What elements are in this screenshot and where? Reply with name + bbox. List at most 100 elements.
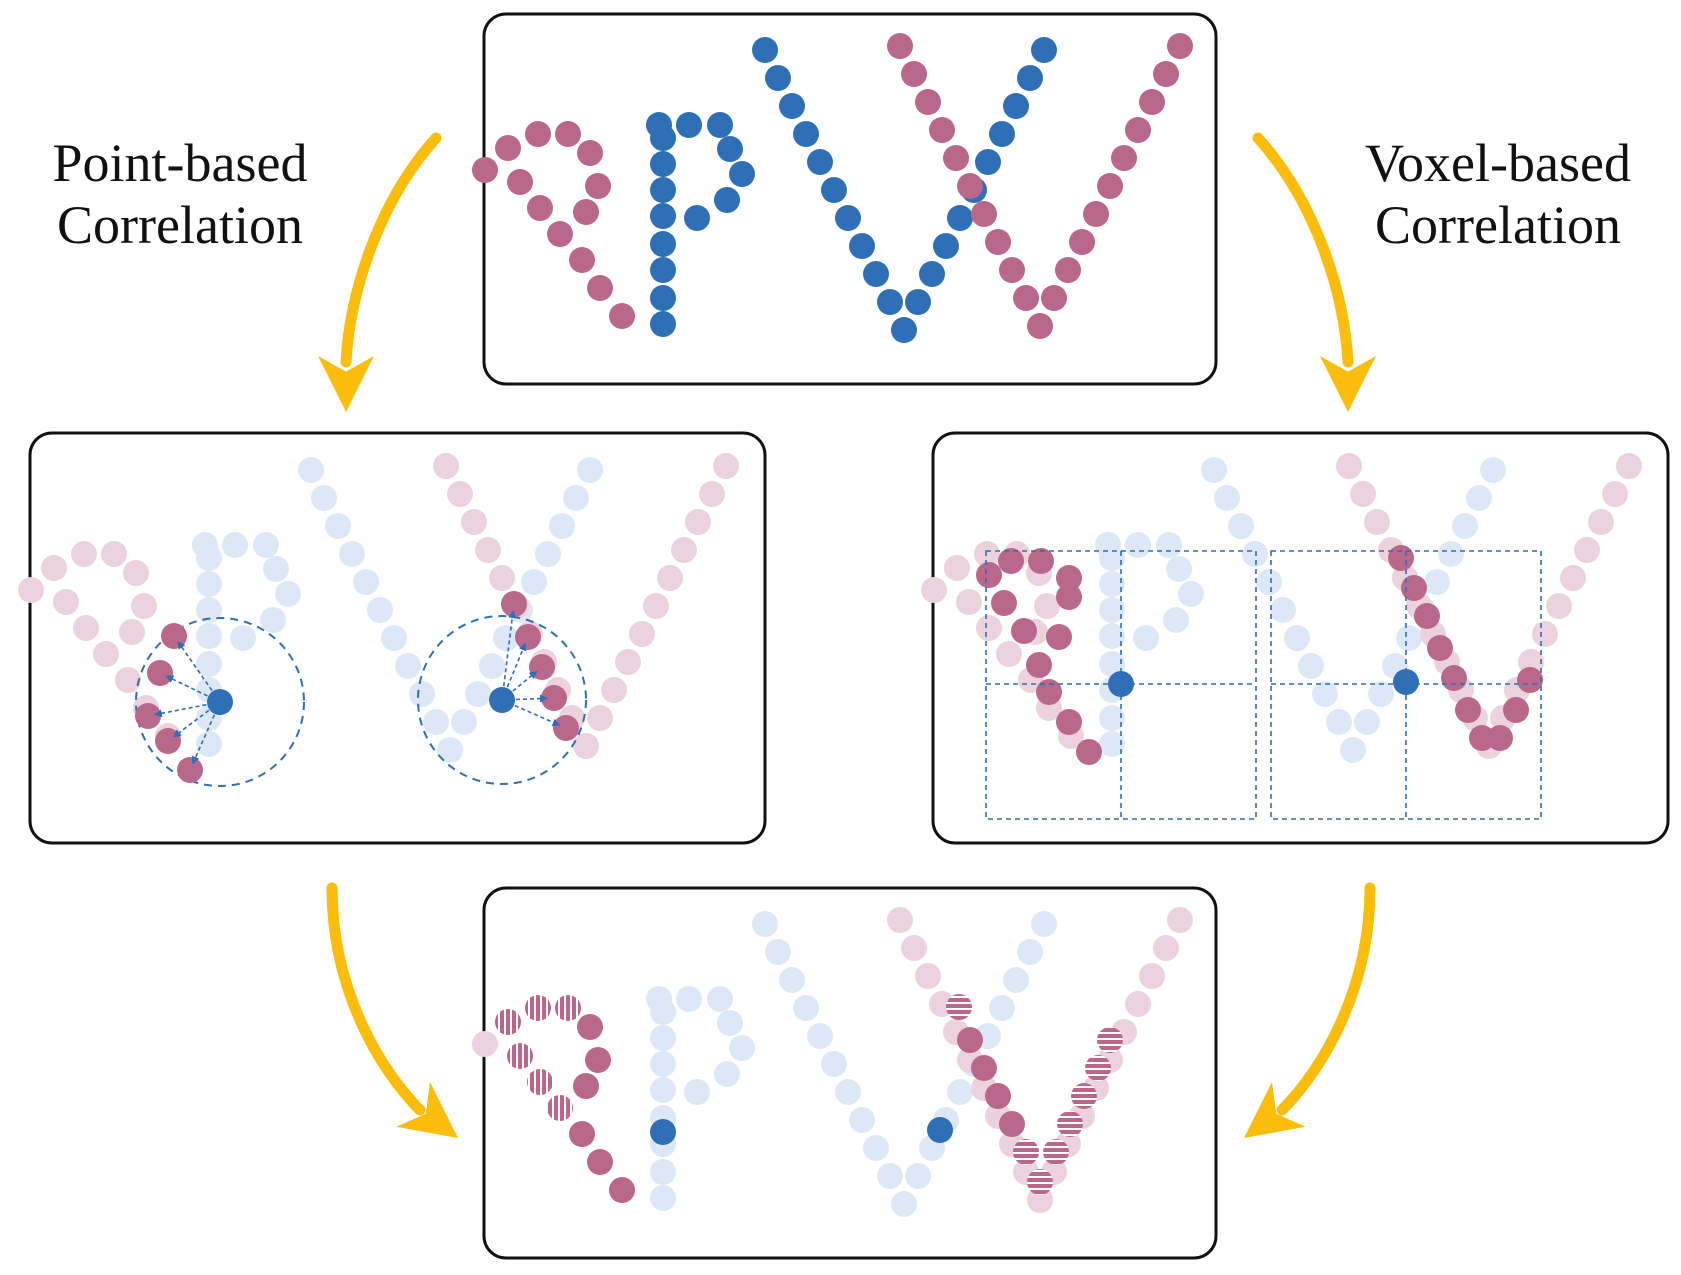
neighbor-point (135, 703, 161, 729)
point-blue (650, 125, 676, 151)
point-pink-faint (615, 649, 641, 675)
point-based-match (495, 1009, 521, 1035)
point-pink-faint (587, 705, 613, 731)
voxel-neighbor-point (1056, 565, 1082, 591)
point-pink-faint (119, 619, 145, 645)
point-blue-faint (535, 541, 561, 567)
correlation-result-panel (472, 886, 1218, 1260)
point-pink (472, 1031, 498, 1057)
point-pink (527, 195, 553, 221)
point-blue-faint (1099, 651, 1125, 677)
point-blue (717, 136, 743, 162)
point-based-correlation-panel (18, 431, 767, 845)
source-point-clouds-panel (472, 12, 1218, 386)
point-pink (1069, 229, 1095, 255)
point-based-label-line2: Correlation (57, 195, 303, 255)
voxel-neighbor-point (1026, 652, 1052, 678)
point-pink-faint (1034, 593, 1060, 619)
point-based-match (527, 1069, 553, 1095)
point-blue-faint (684, 1079, 710, 1105)
point-pink-faint (1153, 935, 1179, 961)
query-point (207, 689, 233, 715)
point-blue-faint (650, 1159, 676, 1185)
point-blue (752, 37, 778, 63)
point-blue (807, 149, 833, 175)
point-pink-faint (1139, 963, 1165, 989)
arrow-to-point-based (318, 132, 442, 412)
point-blue-faint (196, 597, 222, 623)
point-blue-faint (298, 457, 324, 483)
query-point (1108, 671, 1134, 697)
point-blue (676, 112, 702, 138)
point-pink-faint (101, 541, 127, 567)
point-pink (525, 121, 551, 147)
arrow-point-to-result (326, 882, 458, 1138)
point-pink (573, 1073, 599, 1099)
point-blue-faint (1312, 681, 1338, 707)
point-blue (650, 257, 676, 283)
point-blue-faint (905, 1163, 931, 1189)
voxel-neighbor-point (1487, 725, 1513, 751)
point-blue-faint (989, 995, 1015, 1021)
point-blue (1003, 93, 1029, 119)
point-blue-faint (676, 986, 702, 1012)
point-blue-faint (765, 939, 791, 965)
point-blue-faint (650, 1185, 676, 1211)
point-blue-faint (423, 709, 449, 735)
point-blue (650, 151, 676, 177)
point-blue (650, 311, 676, 337)
point-pink (999, 257, 1025, 283)
point-pink (985, 1083, 1011, 1109)
radius-query-circle (135, 617, 305, 787)
voxel-neighbor-point (991, 590, 1017, 616)
point-pink (915, 89, 941, 115)
point-blue-faint (1125, 532, 1151, 558)
point-blue-faint (1099, 545, 1125, 571)
point-blue (891, 317, 917, 343)
source-point-clouds-panel-frame (482, 12, 1218, 386)
point-blue (933, 233, 959, 259)
point-blue-faint (577, 457, 603, 483)
point-pink (887, 33, 913, 59)
point-pink-faint (643, 593, 669, 619)
point-pink-faint (447, 481, 473, 507)
point-blue-faint (1099, 571, 1125, 597)
point-pink (573, 199, 599, 225)
point-blue-faint (196, 623, 222, 649)
point-blue-faint (1228, 513, 1254, 539)
point-pink (585, 173, 611, 199)
point-pink (1013, 285, 1039, 311)
point-blue-faint (1242, 541, 1268, 567)
point-pink-faint (475, 537, 501, 563)
point-blue-faint (891, 1191, 917, 1217)
voxel-neighbor-point (1011, 618, 1037, 644)
point-blue-faint (196, 731, 222, 757)
point-blue-faint (563, 485, 589, 511)
point-pink-faint (1560, 565, 1586, 591)
point-blue (650, 177, 676, 203)
neighbor-point (553, 715, 579, 741)
point-blue-faint (395, 653, 421, 679)
point-pink-faint (73, 615, 99, 641)
point-blue (707, 112, 733, 138)
query-point (650, 1119, 676, 1145)
point-pink (585, 1047, 611, 1073)
point-pink-faint (601, 677, 627, 703)
point-pink-faint (433, 453, 459, 479)
point-blue-faint (325, 513, 351, 539)
voxel-based-correlation-panel (921, 431, 1670, 845)
point-pink (957, 1027, 983, 1053)
point-blue (765, 65, 791, 91)
point-blue-faint (479, 653, 505, 679)
point-based-match (555, 995, 581, 1021)
point-blue (779, 93, 805, 119)
point-pink-faint (685, 509, 711, 535)
point-blue-faint (263, 556, 289, 582)
voxel-based-match (1043, 1139, 1069, 1165)
point-pink (957, 173, 983, 199)
point-blue (919, 261, 945, 287)
point-pink (1083, 201, 1109, 227)
point-blue-faint (877, 1163, 903, 1189)
point-blue-faint (821, 1051, 847, 1077)
